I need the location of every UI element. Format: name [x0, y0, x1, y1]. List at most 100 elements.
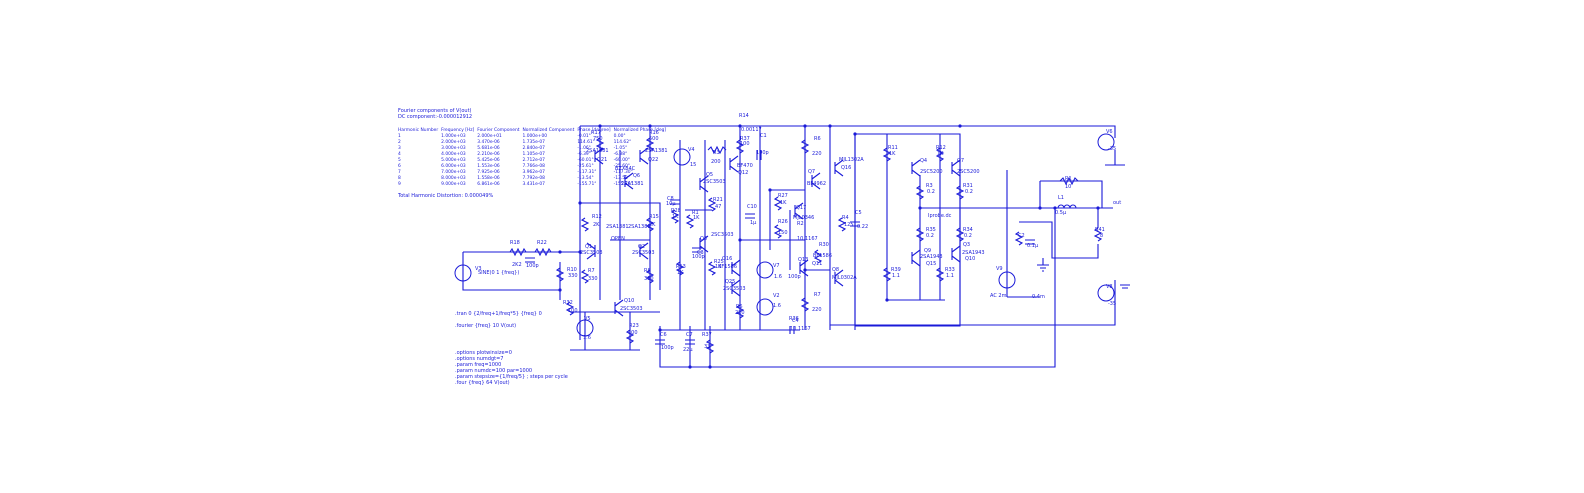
component-label: R1	[692, 210, 699, 216]
directive-line: .options numdgt=7	[455, 356, 504, 362]
component-label: R37	[702, 332, 712, 338]
resistor-r31	[955, 185, 965, 200]
component-label: R36	[789, 316, 799, 322]
fourier-cell: 5	[398, 158, 401, 163]
component-label: 200	[711, 159, 721, 165]
component-label: Iprobe.dc	[928, 213, 952, 219]
component-label: C6	[660, 332, 667, 338]
fourier-cell: 7.766e-08	[522, 164, 545, 169]
component-label: 2SA1381	[628, 224, 651, 230]
component-label: AC 2m	[990, 293, 1007, 299]
fourier-cell: -60.00°	[613, 158, 630, 163]
component-label: R17	[591, 130, 601, 136]
component-label: 0.22	[857, 224, 868, 230]
fourier-cell: 2.840e-07	[522, 146, 545, 151]
component-label: Q21	[597, 157, 607, 163]
component-label: 125	[844, 222, 854, 228]
component-label: 2SA1381	[586, 148, 609, 154]
component-label: R3	[926, 183, 933, 189]
fourier-cell: 9.000e+03	[441, 182, 466, 187]
ground-icon	[1120, 284, 1130, 289]
resistor-r30	[813, 249, 823, 264]
fourier-cell: 3.000e+03	[441, 146, 466, 151]
component-label: C5	[855, 210, 862, 216]
fourier-cell: -117.31°	[577, 170, 597, 175]
component-label: 22µ	[683, 347, 693, 353]
fourier-cell: 2	[398, 140, 401, 145]
component-label: V5	[584, 316, 591, 322]
component-label: 100	[628, 330, 638, 336]
component-label: 2SC3503	[632, 250, 655, 256]
fourier-cell: 5.681e-06	[477, 146, 500, 151]
header-normalized-component: Normalized Component	[522, 128, 575, 133]
resistor-r32	[565, 301, 575, 316]
resistor-r8	[645, 269, 655, 284]
component-label: Q25	[725, 279, 735, 285]
component-label: 2SA1943	[920, 254, 943, 260]
fourier-cell: 1.735e-07	[522, 140, 545, 145]
component-label: Q7	[957, 158, 964, 164]
fourier-cell: 8.000e+03	[441, 176, 466, 181]
component-label: Q15	[926, 261, 936, 267]
component-label: R10	[567, 267, 577, 273]
component-label: 10µ	[666, 201, 676, 207]
component-label: R4	[842, 215, 849, 221]
component-label: R26	[778, 219, 788, 225]
component-label: R34	[963, 227, 973, 233]
fourier-cell: -6.38°	[613, 152, 628, 157]
component-label: 2SC3503	[703, 179, 726, 185]
component-label: 1.6	[773, 303, 781, 309]
voltage-source-v5	[576, 319, 594, 337]
component-label: R16	[649, 130, 659, 136]
component-label: 1K	[677, 270, 684, 276]
transistor-q17	[794, 202, 804, 220]
capacitor-c1	[756, 150, 762, 160]
component-label: BF1586	[718, 264, 737, 270]
component-label: R12	[936, 145, 946, 151]
component-label: C1	[760, 133, 767, 139]
component-label: R7	[588, 268, 595, 274]
component-label: V9	[996, 266, 1003, 272]
component-label: V2	[773, 293, 780, 299]
resistor-r12	[580, 217, 590, 232]
component-label: 100	[568, 308, 578, 314]
component-label: 1K	[937, 151, 944, 157]
component-label: Q9	[924, 248, 931, 254]
fourier-cell: -25.61°	[577, 164, 594, 169]
component-label: R27	[778, 193, 788, 199]
capacitor-input	[525, 257, 535, 263]
resistor-r26	[773, 224, 783, 239]
capacitor-c10	[745, 213, 755, 219]
component-label: Q7	[808, 169, 815, 175]
transistor-q10	[614, 299, 624, 317]
resistor-r33	[935, 267, 945, 282]
component-label: MJL0302A	[832, 275, 857, 281]
component-label: 500	[649, 136, 659, 142]
component-label: R6	[814, 136, 821, 142]
component-label: V3	[475, 266, 482, 272]
component-label: BF1586	[813, 253, 832, 259]
fourier-cell: 1.558e-06	[477, 176, 500, 181]
component-label: Q6	[633, 173, 640, 179]
voltage-source-v7	[756, 261, 774, 279]
component-label: BZX84C	[615, 166, 636, 172]
component-label: 10	[1065, 184, 1071, 190]
fourier-cell: -155.70°	[613, 182, 633, 187]
resistor-r7b	[800, 297, 810, 312]
thd-readout: Total Harmonic Distortion: 0.000049%	[398, 193, 494, 199]
header-normalized-phase: Normalized Phase [deg]	[613, 128, 667, 133]
capacitor-c8	[670, 199, 680, 205]
resistor-r18	[509, 247, 527, 257]
component-label: V4	[688, 147, 695, 153]
fourier-cell: 0.00°	[613, 134, 626, 139]
component-label: 2SA1381	[621, 181, 644, 187]
component-label: 330	[644, 276, 654, 282]
component-label: C2	[1018, 233, 1025, 239]
resistor-r22	[534, 247, 552, 257]
component-label: R2	[797, 221, 804, 227]
